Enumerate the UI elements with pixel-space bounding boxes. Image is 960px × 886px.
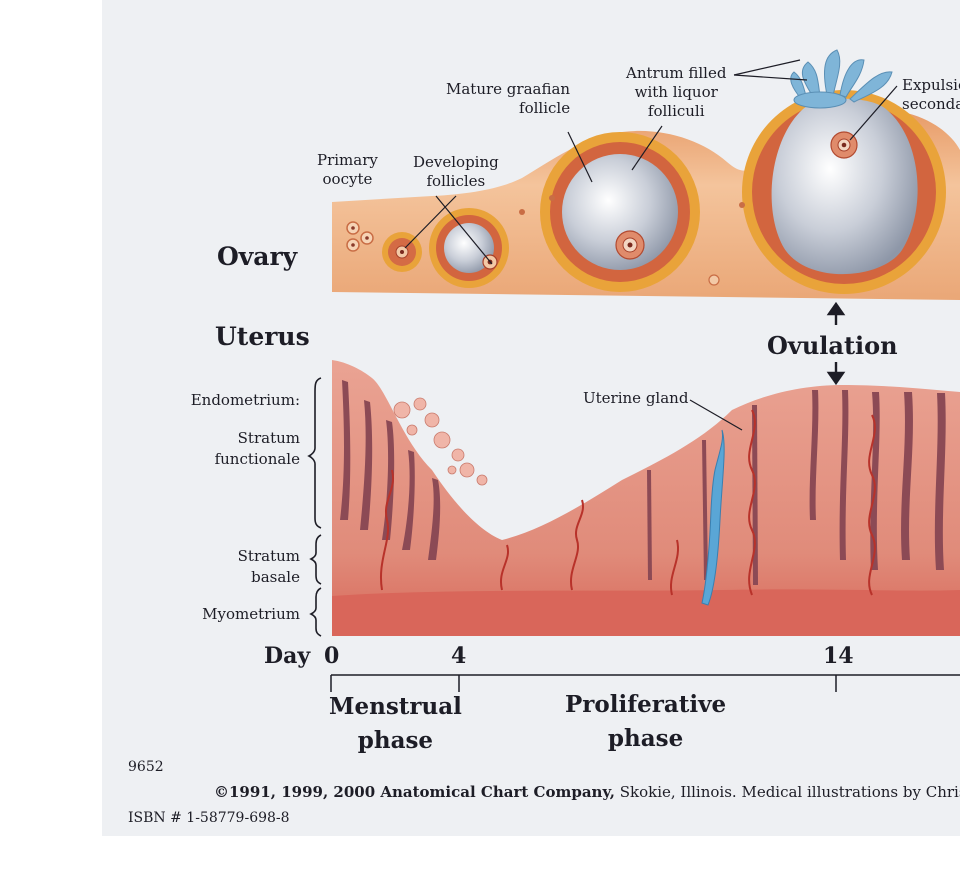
ovulating-follicle: [742, 49, 946, 294]
day-tick-4: 4: [451, 643, 467, 669]
uterus-title: Uterus: [215, 322, 310, 351]
menstrual-phase-label: Menstrual phase: [329, 690, 462, 758]
stratum-functionale-label: Stratum functionale: [215, 428, 300, 470]
label-developing-follicles: Developing follicles: [413, 153, 499, 191]
uterine-gland-leader: [689, 399, 743, 431]
label-line: phase: [357, 727, 434, 754]
layer-brackets: [307, 377, 322, 637]
label-line: Proliferative: [565, 691, 727, 718]
menstrual-cycle-chart: Primary oocyte Developing follicles Matu…: [102, 0, 960, 836]
label-line: Expulsio: [902, 76, 960, 94]
label-line: Primary: [317, 151, 378, 169]
label-line: seconda: [902, 95, 960, 113]
label-line: functionale: [214, 450, 300, 468]
label-mature-graafian-follicle: Mature graafian follicle: [446, 80, 570, 118]
anatomy-illustration: [307, 49, 960, 692]
label-line: Antrum filled: [626, 64, 727, 82]
ovulation-label: Ovulation: [767, 331, 898, 360]
catalog-number: 9652: [128, 759, 164, 775]
day-label: Day: [264, 643, 311, 669]
day-tick-14: 14: [823, 643, 854, 669]
label-line: follicle: [519, 99, 571, 117]
label-line: phase: [607, 725, 684, 752]
label-antrum: Antrum filled with liquor folliculi: [626, 64, 726, 121]
isbn: ISBN # 1-58779-698-8: [128, 810, 290, 826]
ovary-title: Ovary: [217, 242, 298, 271]
copyright-line: ©1991, 1999, 2000 Anatomical Chart Compa…: [214, 783, 960, 801]
ovary-leader-lines: [404, 59, 898, 265]
label-expulsion: Expulsio seconda: [902, 76, 960, 114]
mature-graafian-follicle: [540, 132, 700, 292]
label-line: Menstrual: [329, 693, 462, 720]
myometrium-label: Myometrium: [202, 605, 300, 623]
uterine-gland-label: Uterine gland: [583, 389, 689, 407]
uterine-gland-highlight: [701, 429, 725, 606]
endometrium-label: Endometrium:: [190, 391, 300, 409]
proliferative-phase-label: Proliferative phase: [565, 688, 726, 756]
label-line: basale: [251, 568, 300, 586]
ovary-strip: [332, 49, 960, 300]
stratum-basale-label: Stratum basale: [238, 546, 300, 588]
primary-oocyte-cells: [346, 221, 374, 252]
label-line: with liquor: [634, 83, 718, 101]
day-tick-0: 0: [324, 643, 340, 669]
ovulation-arrows: [826, 301, 846, 386]
timeline-axis: [330, 674, 960, 692]
label-primary-oocyte: Primary oocyte: [317, 151, 378, 189]
developing-follicle-small: [382, 232, 422, 272]
label-line: Stratum: [237, 547, 300, 565]
label-line: Stratum: [237, 429, 300, 447]
label-line: follicles: [426, 172, 486, 190]
label-line: Developing: [413, 153, 499, 171]
developing-follicle-medium: [429, 208, 509, 288]
label-line: Mature graafian: [446, 80, 571, 98]
copyright-location: Skokie, Illinois. Medical illustrations …: [614, 783, 960, 801]
copyright-company: ©1991, 1999, 2000 Anatomical Chart Compa…: [214, 783, 615, 801]
label-line: folliculi: [647, 102, 705, 120]
endometrium-illustration: [332, 360, 960, 636]
label-line: oocyte: [322, 170, 373, 188]
